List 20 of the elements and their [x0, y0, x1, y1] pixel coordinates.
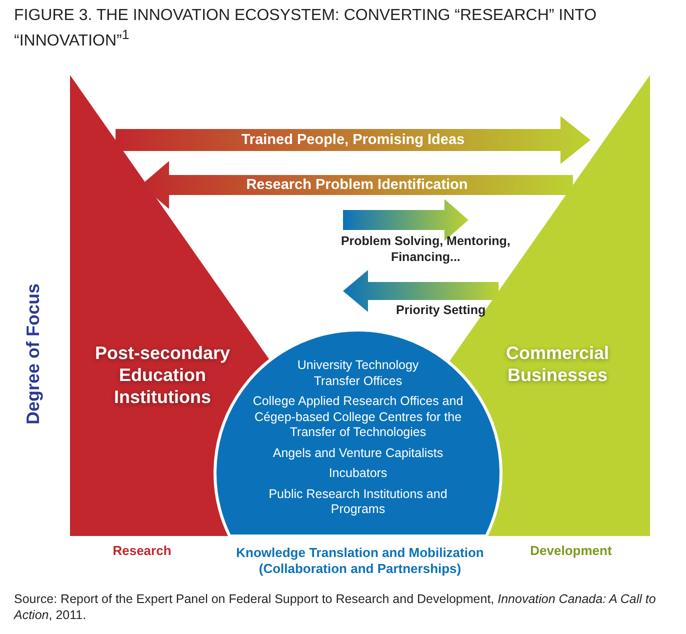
- stage-label: Knowledge Translation and Mobilization (Collaboration and Partnerships): [235, 545, 485, 577]
- block-arrow: [116, 116, 590, 164]
- arrow-label: Problem Solving, Mentoring, Financing...: [340, 234, 511, 265]
- axis-title: Degree of Focus: [22, 282, 44, 427]
- arrow-label: Research Problem Identification: [245, 176, 469, 194]
- panel-heading: Post-secondary Education Institutions: [94, 342, 232, 408]
- organization-item: Public Research Institutions and Programs: [268, 486, 448, 518]
- block-arrow: [343, 199, 468, 241]
- organization-item: Angels and Venture Capitalists: [272, 446, 444, 461]
- stage-label: Development: [529, 543, 613, 559]
- figure-title: FIGURE 3. THE INNOVATION ECOSYSTEM: CONVERTING “RESEARCH” INTO “INNOVATION”$^{1}$: [14, 6, 598, 50]
- panel-heading: Commercial Businesses: [504, 342, 610, 386]
- source-note: Source: Report of the Expert Panel on Federal Support to Research and Development, Innovation Canada: A Call to Action, 2011.: [14, 591, 657, 623]
- organization-item: University Technology Transfer Offices: [296, 358, 420, 389]
- organization-item: Incubators: [328, 466, 388, 482]
- arrow-label: Priority Setting: [395, 303, 487, 318]
- arrow-label: Trained People, Promising Ideas: [240, 131, 466, 149]
- block-arrow: [343, 270, 499, 312]
- stage-label: Research: [112, 543, 172, 559]
- organization-item: College Applied Research Offices and Cégep-based College Centres for the Transfer of Technologies: [252, 394, 464, 440]
